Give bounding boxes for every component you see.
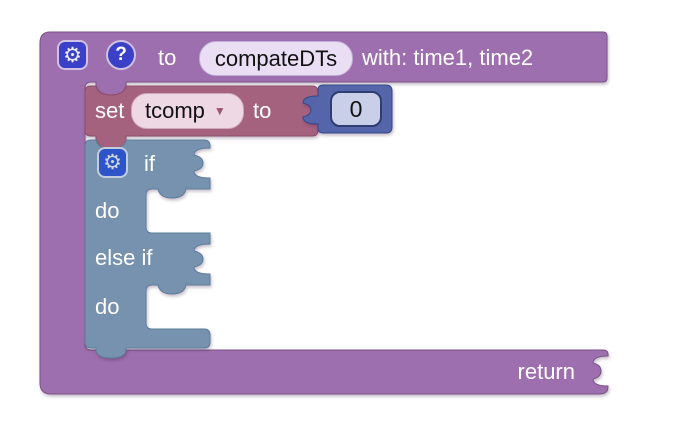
if-mutator-gear-icon[interactable]: ⚙ — [97, 147, 128, 178]
gear-glyph: ⚙ — [63, 43, 82, 67]
chevron-down-icon: ▼ — [213, 104, 226, 118]
help-glyph: ? — [115, 44, 127, 65]
help-icon[interactable]: ? — [106, 40, 136, 70]
if-block-shape[interactable] — [84, 139, 211, 359]
variable-name-text: tcomp — [145, 98, 205, 123]
variable-dropdown[interactable]: tcomp ▼ — [131, 93, 244, 129]
number-value-field[interactable]: 0 — [330, 91, 382, 127]
number-value-text: 0 — [349, 95, 363, 122]
mutator-gear-icon[interactable]: ⚙ — [57, 40, 88, 70]
procedure-name-field[interactable]: compateDTs — [199, 41, 353, 76]
gear-glyph: ⚙ — [103, 151, 122, 174]
procedure-name-text: compateDTs — [214, 45, 338, 71]
